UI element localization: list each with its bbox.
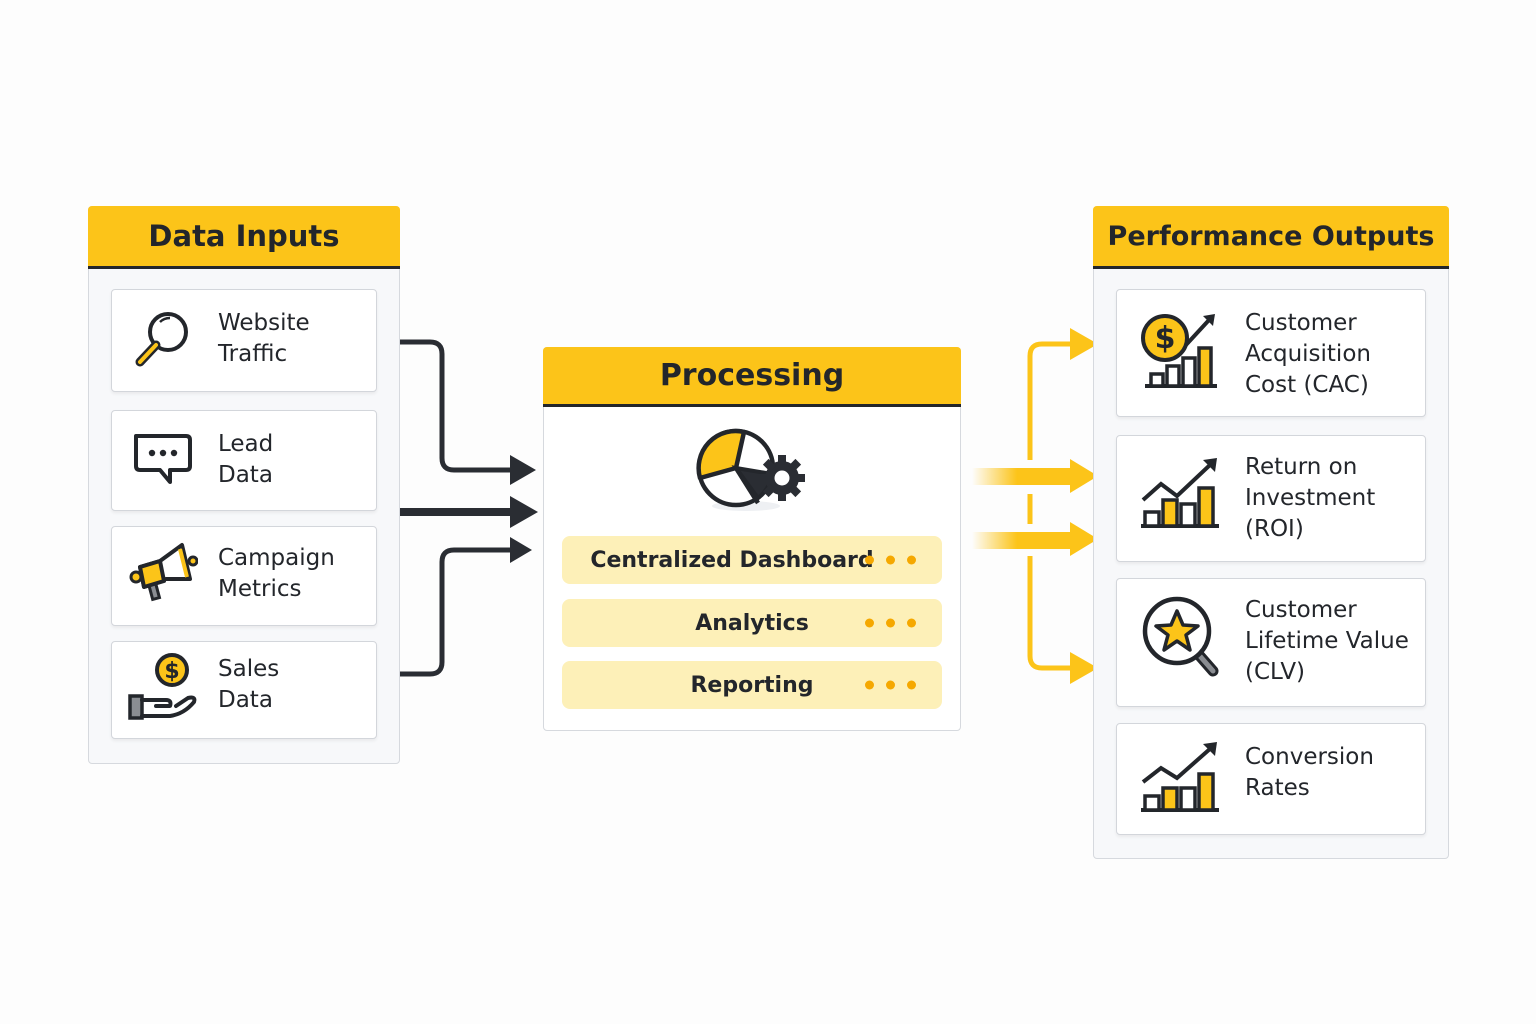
output-arrow-conversion (972, 532, 1072, 549)
dollar-growth-chart-icon: $ (1141, 314, 1217, 388)
output-card-conversion-rates[interactable]: Conversion Rates (1116, 723, 1426, 835)
output-arrow-roi (972, 468, 1072, 485)
magnifier-icon (135, 312, 188, 367)
more-dots-icon[interactable] (865, 680, 916, 690)
pie-chart-gear-icon (696, 428, 805, 511)
processing-row-label: Centralized Dashboard (590, 547, 874, 573)
svg-text:$: $ (164, 659, 179, 684)
arrowhead (1070, 328, 1098, 360)
input-card-sales-data[interactable]: $ Sales Data (111, 641, 377, 739)
processing-row-analytics[interactable]: Analytics (562, 599, 942, 647)
output-card-clv[interactable]: Customer Lifetime Value (CLV) (1116, 578, 1426, 707)
more-dots-icon[interactable] (865, 618, 916, 628)
arrowhead (510, 455, 536, 485)
output-trunk-dash (1027, 494, 1033, 524)
svg-text:$: $ (1155, 321, 1176, 356)
input-label: Campaign Metrics (218, 545, 335, 602)
processing-row-label: Analytics (695, 610, 809, 636)
output-trunk (1027, 341, 1072, 460)
hand-coin-icon: $ (128, 653, 197, 720)
arrowhead (510, 537, 532, 563)
arrowhead (1070, 522, 1098, 556)
input-card-lead-data[interactable]: Lead Data (111, 410, 377, 511)
chat-bubble-icon (134, 434, 192, 484)
output-label: Conversion Rates (1245, 744, 1374, 801)
processing-row-centralized-dashboard[interactable]: Centralized Dashboard (562, 536, 942, 584)
processing-row-label: Reporting (690, 672, 814, 698)
growth-bar-chart-icon (1141, 742, 1219, 812)
output-label: Customer Lifetime Value (CLV) (1245, 597, 1409, 685)
arrowhead (1070, 459, 1098, 493)
output-trunk-lower (1027, 556, 1072, 671)
performance-outputs-header: Performance Outputs (1093, 206, 1449, 269)
output-card-cac[interactable]: $ Customer Acquisition Cost (CAC) (1116, 289, 1426, 417)
input-arrow-sales-data (386, 547, 512, 677)
input-label: Lead Data (218, 431, 274, 488)
megaphone-icon (129, 543, 198, 602)
input-label: Sales Data (218, 656, 280, 713)
processing-row-reporting[interactable]: Reporting (562, 661, 942, 709)
growth-bar-chart-icon (1141, 458, 1219, 528)
performance-outputs-title: Performance Outputs (1107, 220, 1435, 252)
processing-panel: Processing Centralized Dashboard Analyti… (543, 347, 961, 731)
processing-header: Processing (543, 347, 961, 407)
output-label: Customer Acquisition Cost (CAC) (1245, 310, 1371, 398)
output-card-roi[interactable]: Return on Investment (ROI) (1116, 435, 1426, 562)
data-inputs-title: Data Inputs (148, 219, 340, 253)
data-inputs-panel: Data Inputs Website Traffic Lead Data Ca… (88, 206, 400, 764)
output-label: Return on Investment (ROI) (1245, 454, 1376, 542)
input-card-campaign-metrics[interactable]: Campaign Metrics (111, 526, 377, 626)
arrowhead (1070, 652, 1098, 684)
input-card-website-traffic[interactable]: Website Traffic (111, 289, 377, 392)
input-arrow-website-traffic (386, 339, 512, 473)
star-magnifier-icon (1142, 596, 1219, 677)
more-dots-icon[interactable] (865, 555, 916, 565)
performance-outputs-panel: Performance Outputs $ Customer Acquisiti… (1093, 206, 1449, 859)
data-inputs-header: Data Inputs (88, 206, 400, 269)
arrowhead (510, 496, 538, 528)
processing-title: Processing (659, 358, 845, 393)
input-label: Website Traffic (218, 310, 310, 367)
